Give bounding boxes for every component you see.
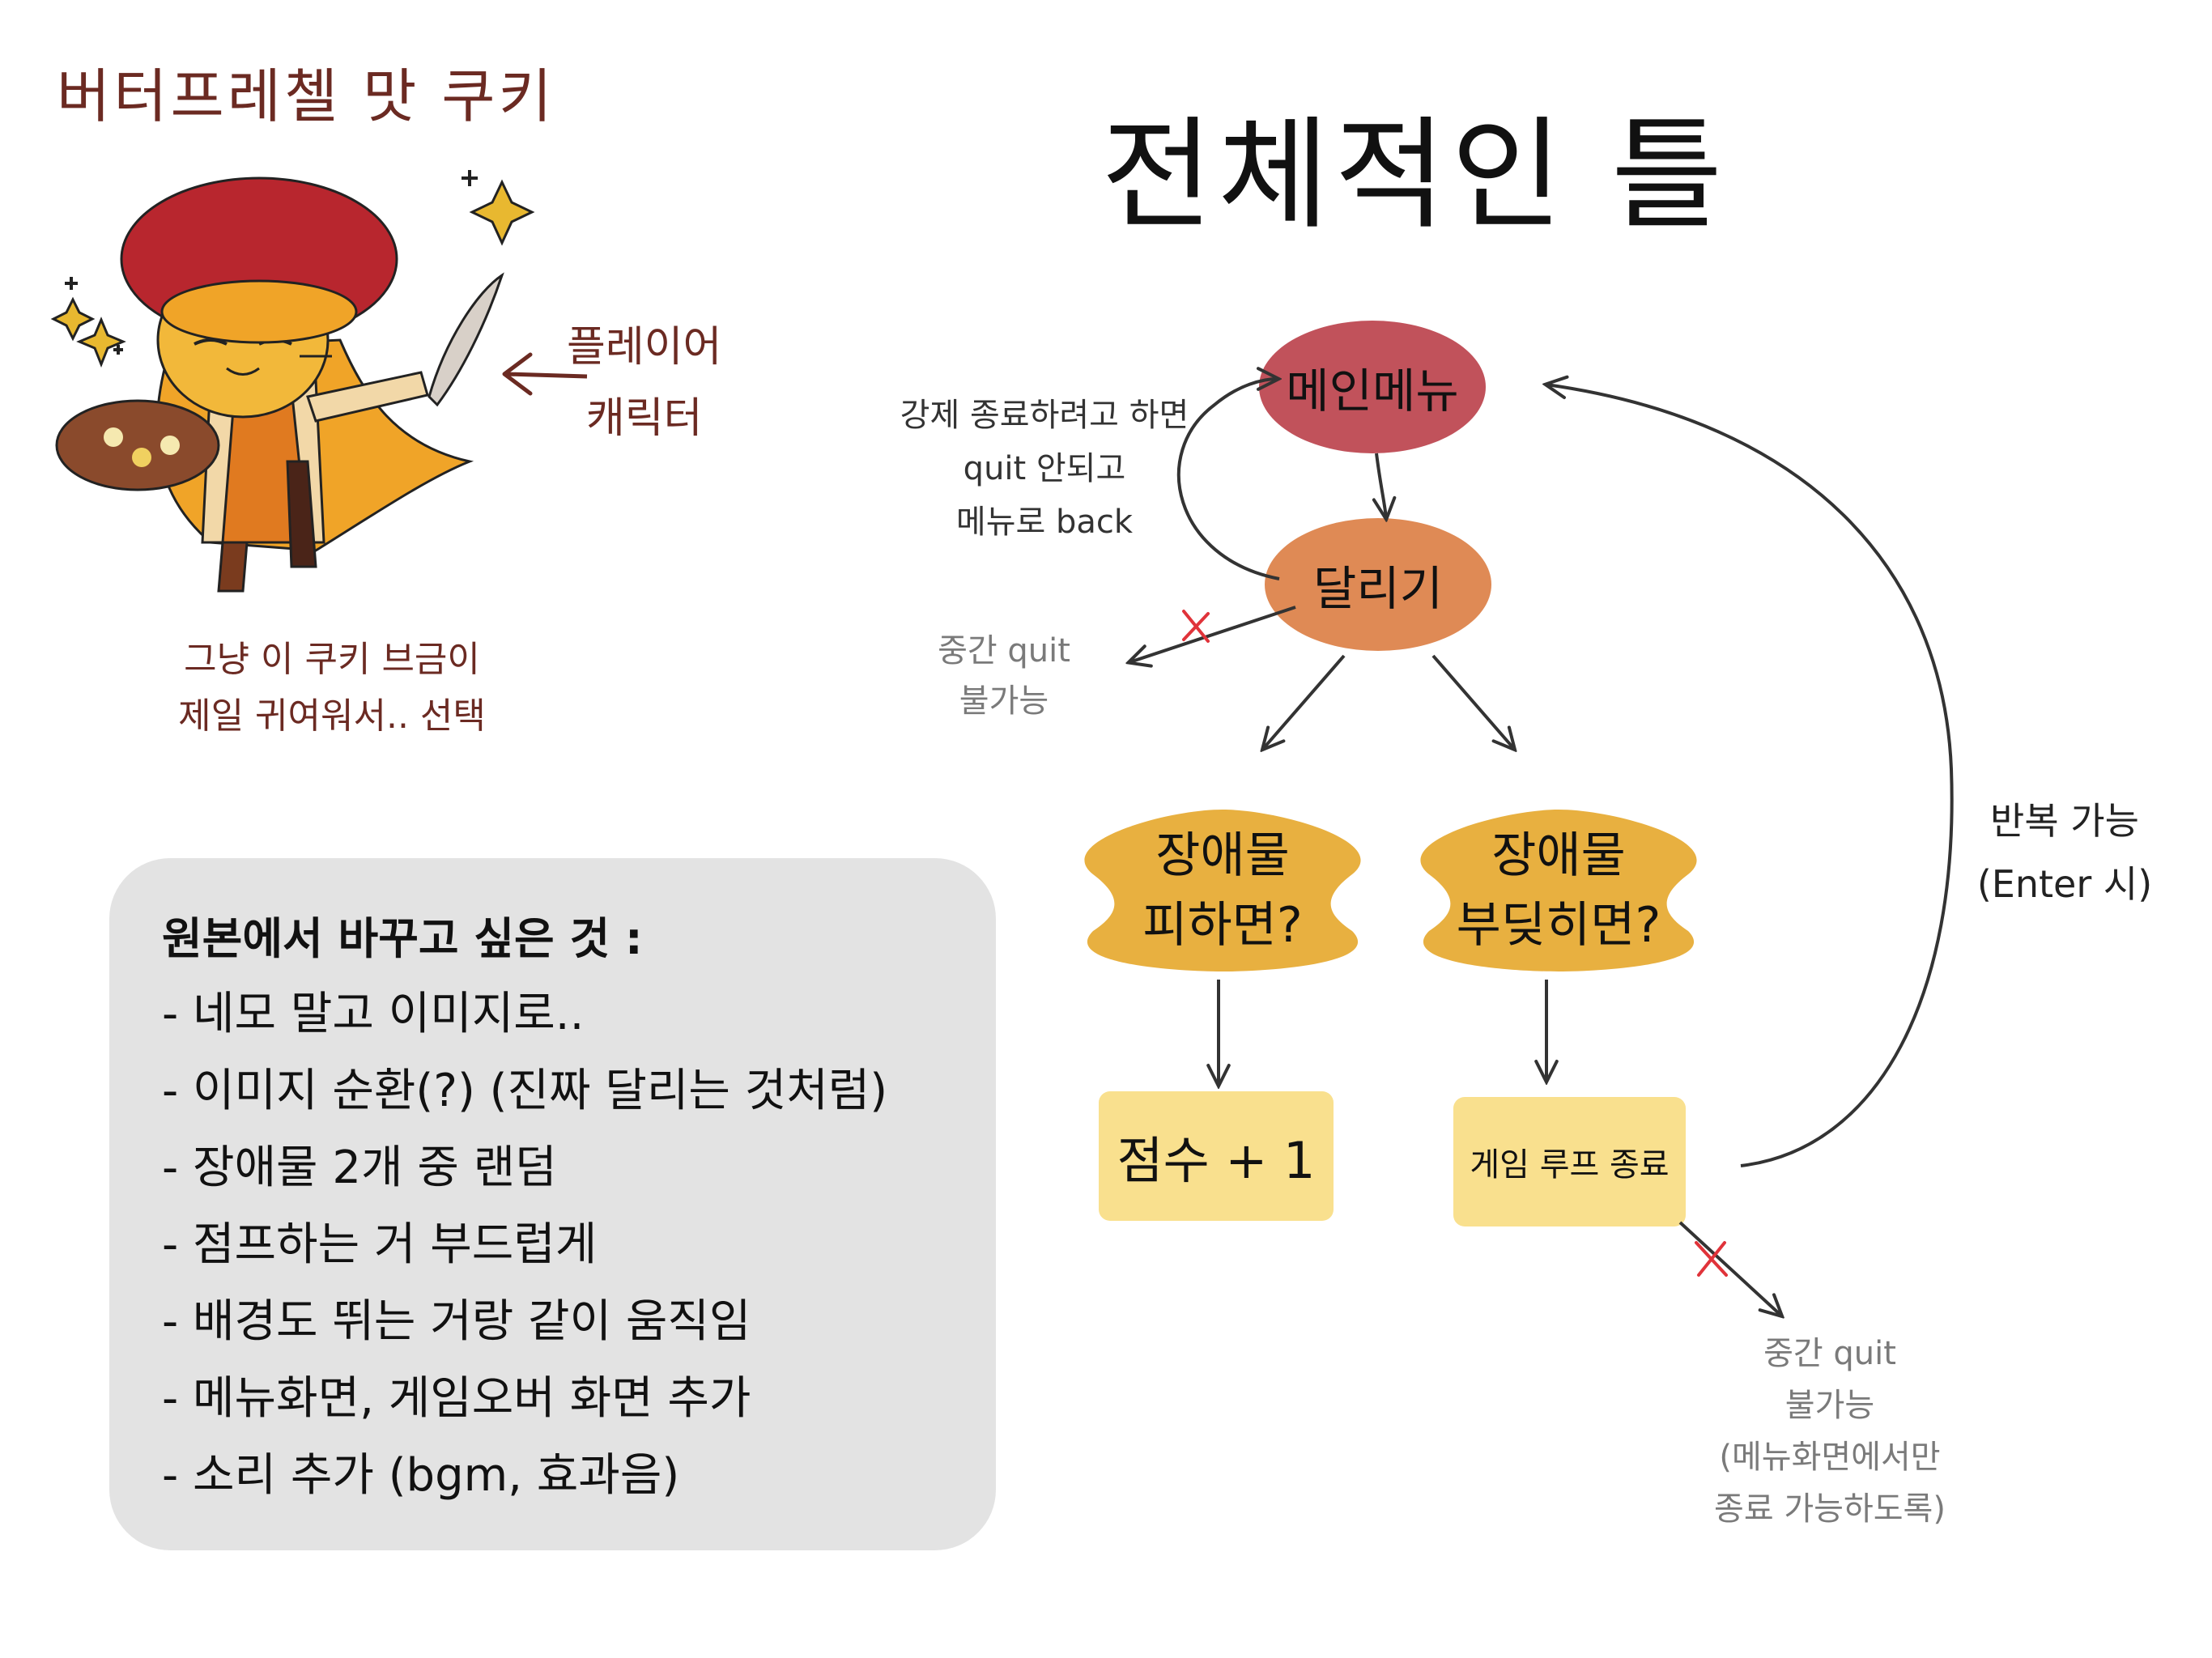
player-label-line2: 캐릭터 (585, 394, 703, 443)
sparkle-icon (50, 179, 535, 368)
repeat-line2: (Enter 시) (1976, 862, 2153, 906)
list-item: - 이미지 순환(?) (진짜 달리는 것처럼) (162, 1065, 888, 1117)
hit-label-line2: 부딪히면? (1456, 897, 1661, 954)
mid-quit-note-run: 중간 quit 불가능 (907, 626, 1101, 726)
player-character-label: 플레이어 캐릭터 (567, 312, 721, 454)
mid-quit2-line2: 불가능 (1784, 1387, 1875, 1424)
cookie-note: 그냥 이 쿠키 브금이 제일 귀여워서.. 선택 (97, 631, 567, 745)
list-item: - 메뉴화면, 게임오버 화면 추가 (162, 1372, 751, 1425)
changes-list: - 네모 말고 이미지로.. - 이미지 순환(?) (진짜 달리는 것처럼) … (162, 976, 887, 1514)
arrow-run-to-quit (1129, 606, 1296, 662)
run-label: 달리기 (1312, 561, 1444, 616)
changes-box (109, 858, 996, 1550)
mid-quit2-line1: 중간 quit (1763, 1335, 1896, 1372)
list-item: - 장애물 2개 중 랜덤 (162, 1141, 557, 1194)
main-menu-node (1259, 321, 1486, 453)
force-quit-line1: 강제 종료하려고 하면 (900, 397, 1189, 434)
cookie-title: 버터프레첼 맛 쿠키 (57, 62, 555, 130)
cookie-note-line1: 그냥 이 쿠키 브금이 (184, 639, 480, 680)
arrow-end-loop-to-menu (1546, 385, 1954, 1167)
repeat-note: 반복 가능 (Enter 시) (1943, 789, 2186, 916)
main-menu-label: 메인메뉴 (1286, 363, 1459, 419)
list-item: - 배경도 뛰는 거랑 같이 움직임 (162, 1295, 751, 1348)
run-node (1265, 518, 1491, 651)
cookie-note-line2: 제일 귀여워서.. 선택 (178, 695, 486, 737)
avoid-obstacle-diamond (1084, 810, 1361, 971)
end-loop-box (1453, 1097, 1686, 1226)
arrow-menu-to-run (1376, 453, 1386, 518)
score-box (1099, 1091, 1334, 1221)
x-mark-icon (1182, 610, 1728, 1277)
list-item: - 소리 추가 (bgm, 효과음) (162, 1449, 680, 1502)
force-quit-line3: 메뉴로 back (955, 504, 1134, 541)
player-label-line1: 플레이어 (567, 323, 722, 372)
avoid-obstacle-label: 장애물 피하면? (1101, 810, 1344, 971)
character-illustration (50, 170, 535, 593)
hit-label-line1: 장애물 (1491, 827, 1626, 884)
end-loop-label: 게임 루프 종료 (1470, 1146, 1670, 1184)
arrow-end-to-quit (1678, 1221, 1781, 1316)
mid-quit1-line1: 중간 quit (938, 632, 1070, 670)
force-quit-line2: quit 안되고 (963, 450, 1126, 487)
arrow-run-to-avoid (1263, 654, 1346, 749)
mid-quit2-line3: (메뉴화면에서만 (1719, 1439, 1941, 1476)
mid-quit2-line4: 종료 가능하도록) (1714, 1490, 1946, 1528)
avoid-label-line2: 피하면? (1142, 897, 1303, 954)
mid-quit1-line2: 불가능 (959, 682, 1049, 720)
list-item: - 네모 말고 이미지로.. (162, 988, 585, 1040)
arrow-run-to-menu (1176, 379, 1279, 580)
arrow-run-to-hit (1431, 654, 1514, 749)
avoid-label-line1: 장애물 (1155, 827, 1290, 884)
list-item: - 점프하는 거 부드럽게 (162, 1218, 598, 1271)
diagram-title: 전체적인 틀 (1101, 105, 1728, 246)
changes-heading: 원본에서 바꾸고 싶은 것 : (162, 913, 643, 964)
mid-quit-note-end: 중간 quit 불가능 (메뉴화면에서만 종료 가능하도록) (1692, 1328, 1967, 1535)
pointer-arrow-icon (502, 352, 588, 396)
hit-obstacle-label: 장애물 부딪히면? (1437, 810, 1680, 971)
score-label: 점수 + 1 (1117, 1131, 1316, 1190)
repeat-line1: 반복 가능 (1990, 799, 2139, 843)
hit-obstacle-diamond (1420, 810, 1697, 971)
force-quit-note: 강제 종료하려고 하면 quit 안되고 메뉴로 back (874, 389, 1214, 549)
